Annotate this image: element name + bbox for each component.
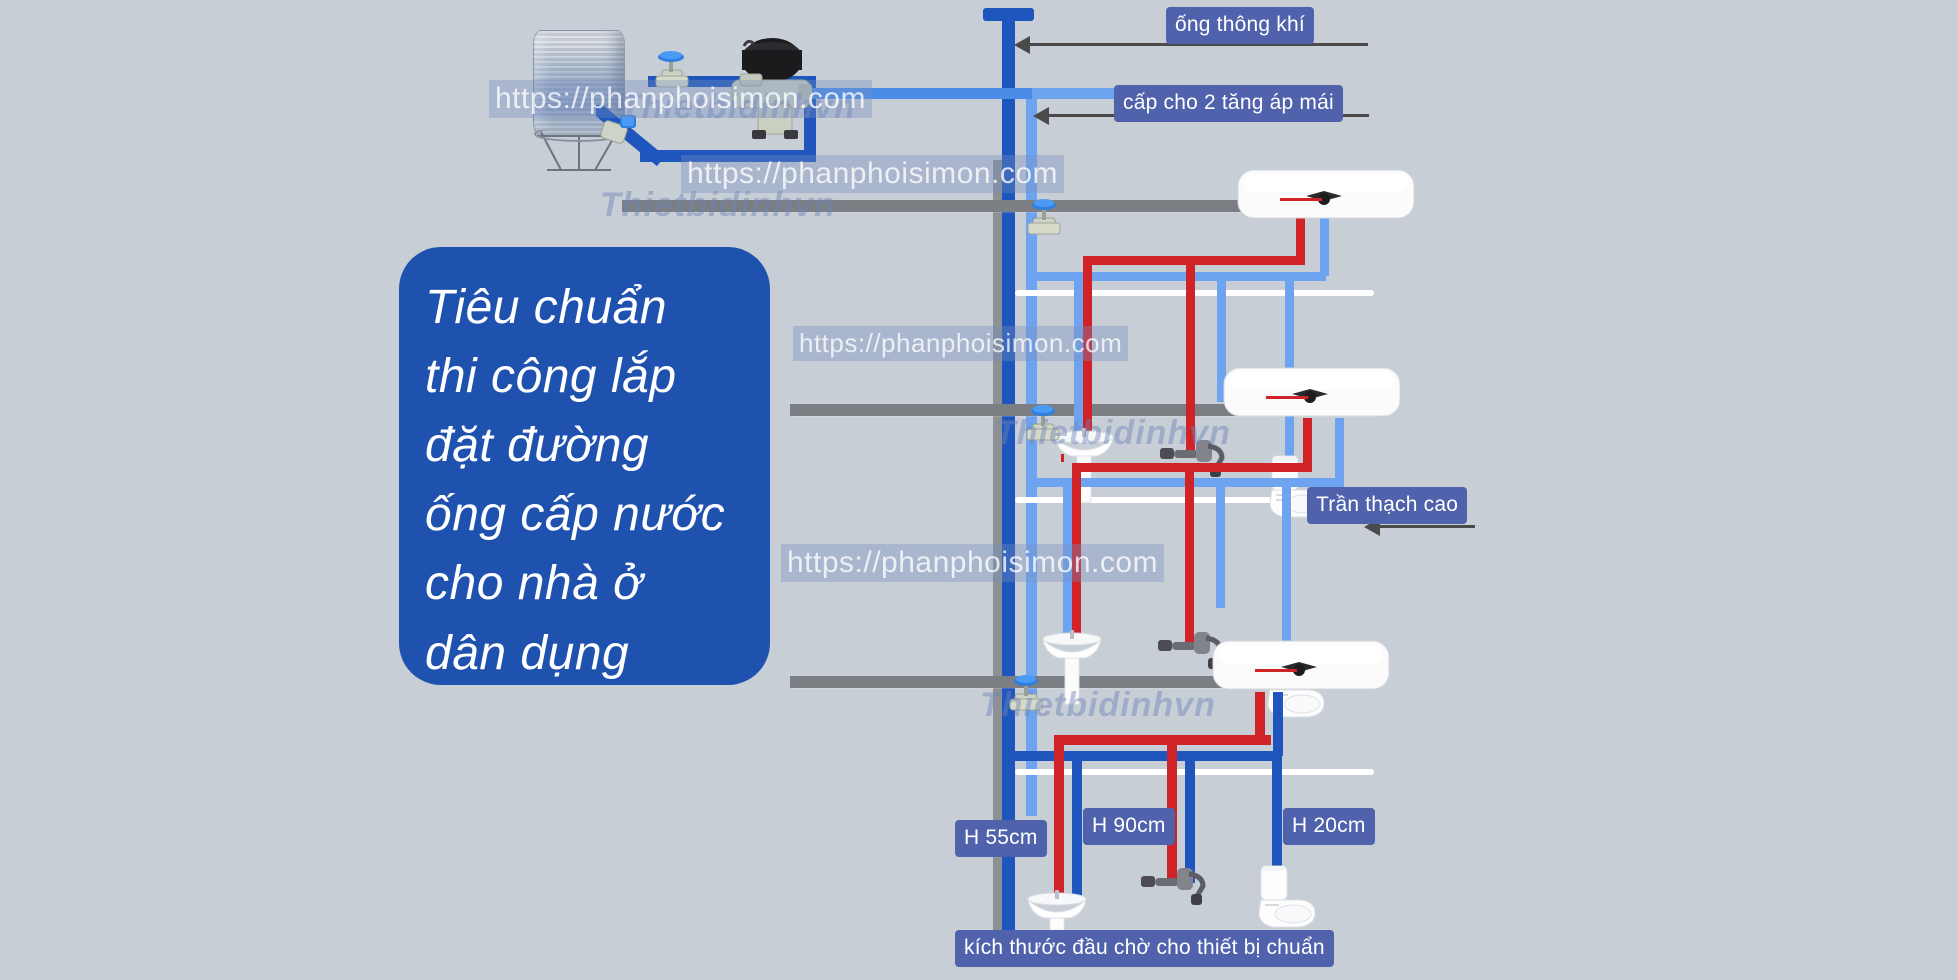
gypsum-ceiling-arrow-line bbox=[1378, 525, 1475, 528]
shower-mixer-floor-1 bbox=[1158, 436, 1226, 482]
floor2-hot-drop-mixer bbox=[1185, 463, 1194, 648]
floor3-cold-horizontal-right bbox=[1216, 751, 1282, 761]
label-height-shower-mixer: H 90cm bbox=[1083, 808, 1175, 845]
headline-line-4: ống cấp nước bbox=[425, 488, 726, 542]
booster-pump bbox=[710, 36, 822, 140]
floor3-cold-drop-mixer bbox=[1185, 751, 1195, 883]
headline-line-3: đặt đường bbox=[425, 419, 650, 473]
water-heater-floor-2 bbox=[1222, 364, 1402, 422]
gate-valve-floor-2 bbox=[1022, 402, 1064, 444]
floor1-cold-horizontal bbox=[1026, 272, 1326, 281]
floor1-heater-hot-outlet bbox=[1296, 218, 1305, 262]
floor3-cold-drop-basin bbox=[1072, 751, 1082, 899]
floor2-heater-hot-outlet bbox=[1303, 418, 1312, 468]
url-watermark-3: https://phanphoisimon.com bbox=[793, 326, 1129, 361]
label-roof-booster: cấp cho 2 tăng áp mái bbox=[1114, 85, 1343, 122]
headline-card: Tiêu chuẩn thi công lắp đặt đường ống cấ… bbox=[399, 247, 770, 685]
label-vent-pipe: ống thông khí bbox=[1166, 7, 1314, 44]
branch-riser-light bbox=[1026, 88, 1037, 816]
floor2-cold-drop-toilet bbox=[1282, 478, 1291, 648]
floor1-heater-cold-inlet bbox=[1320, 218, 1329, 276]
url-watermark-4: https://phanphoisimon.com bbox=[781, 544, 1165, 582]
headline-line-2: thi công lắp bbox=[425, 350, 677, 404]
floor3-heater-hot-outlet bbox=[1255, 692, 1265, 742]
floor3-hot-drop-basin bbox=[1054, 735, 1064, 895]
url-watermark-1: https://phanphoisimon.com bbox=[489, 80, 873, 118]
tank-to-pump-feed bbox=[640, 150, 816, 162]
vent-pipe-arrow-line bbox=[1028, 43, 1368, 46]
floor1-cold-drop-basin bbox=[1074, 272, 1083, 432]
floor3-heater-cold-inlet bbox=[1273, 692, 1283, 756]
floor1-hot-drop-basin bbox=[1083, 256, 1092, 434]
ghost-watermark-2: Thietbidinhvn bbox=[995, 414, 1231, 452]
floor-slab-1 bbox=[622, 200, 1374, 212]
ghost-watermark-1: Thietbidinhvn bbox=[600, 186, 836, 224]
headline-line-6: dân dụng bbox=[425, 626, 630, 680]
label-bottom-note: kích thước đầu chờ cho thiết bị chuẩn bbox=[955, 930, 1334, 967]
shower-mixer-floor-3 bbox=[1139, 864, 1207, 910]
tank-outlet-pipe bbox=[596, 105, 666, 167]
label-gypsum-ceiling: Trần thạch cao bbox=[1307, 487, 1468, 524]
headline-line-1: Tiêu chuẩn bbox=[425, 281, 668, 334]
gate-valve-floor-3 bbox=[1005, 672, 1047, 714]
roof-booster-arrow-head bbox=[1033, 107, 1049, 125]
toilet-floor-3 bbox=[1257, 864, 1317, 932]
floor1-hot-drop-mixer bbox=[1186, 256, 1195, 456]
water-storage-tank bbox=[533, 30, 625, 171]
gate-valve-tank-outlet bbox=[596, 105, 644, 149]
label-height-toilet: H 20cm bbox=[1283, 808, 1375, 845]
url-watermark-2: https://phanphoisimon.com bbox=[681, 155, 1065, 193]
ghost-watermark-3: Thietbidinhvn bbox=[980, 686, 1216, 724]
water-heater-floor-1 bbox=[1236, 166, 1416, 224]
vent-pipe-arrow-head bbox=[1014, 36, 1030, 54]
label-height-basin: H 55cm bbox=[955, 820, 1047, 857]
wash-basin-floor-2 bbox=[1041, 626, 1103, 706]
floor3-hot-horizontal bbox=[1054, 735, 1271, 745]
floor2-cold-drop-mixer bbox=[1216, 478, 1225, 608]
floor1-cold-drop-mixer bbox=[1217, 272, 1226, 402]
gate-valve-floor-1 bbox=[1023, 196, 1065, 238]
floor2-cold-drop-basin bbox=[1063, 478, 1072, 636]
water-heater-floor-3 bbox=[1211, 637, 1391, 695]
floor2-hot-drop-basin bbox=[1072, 463, 1081, 633]
pump-manifold-horizontal bbox=[648, 76, 816, 87]
pump-discharge-to-riser bbox=[810, 88, 1032, 99]
gypsum-ceiling-line-2 bbox=[1015, 497, 1374, 503]
vent-pipe-cap bbox=[983, 8, 1034, 21]
floor3-cold-drop-toilet bbox=[1272, 751, 1282, 919]
floor2-heater-cold-inlet bbox=[1335, 418, 1344, 482]
gate-valve-roof-1 bbox=[650, 48, 692, 90]
floor3-cold-horizontal bbox=[1009, 751, 1223, 761]
headline-line-5: cho nhà ở bbox=[425, 557, 643, 611]
ghost-watermark-4: Thietbidinhvn bbox=[620, 88, 856, 126]
